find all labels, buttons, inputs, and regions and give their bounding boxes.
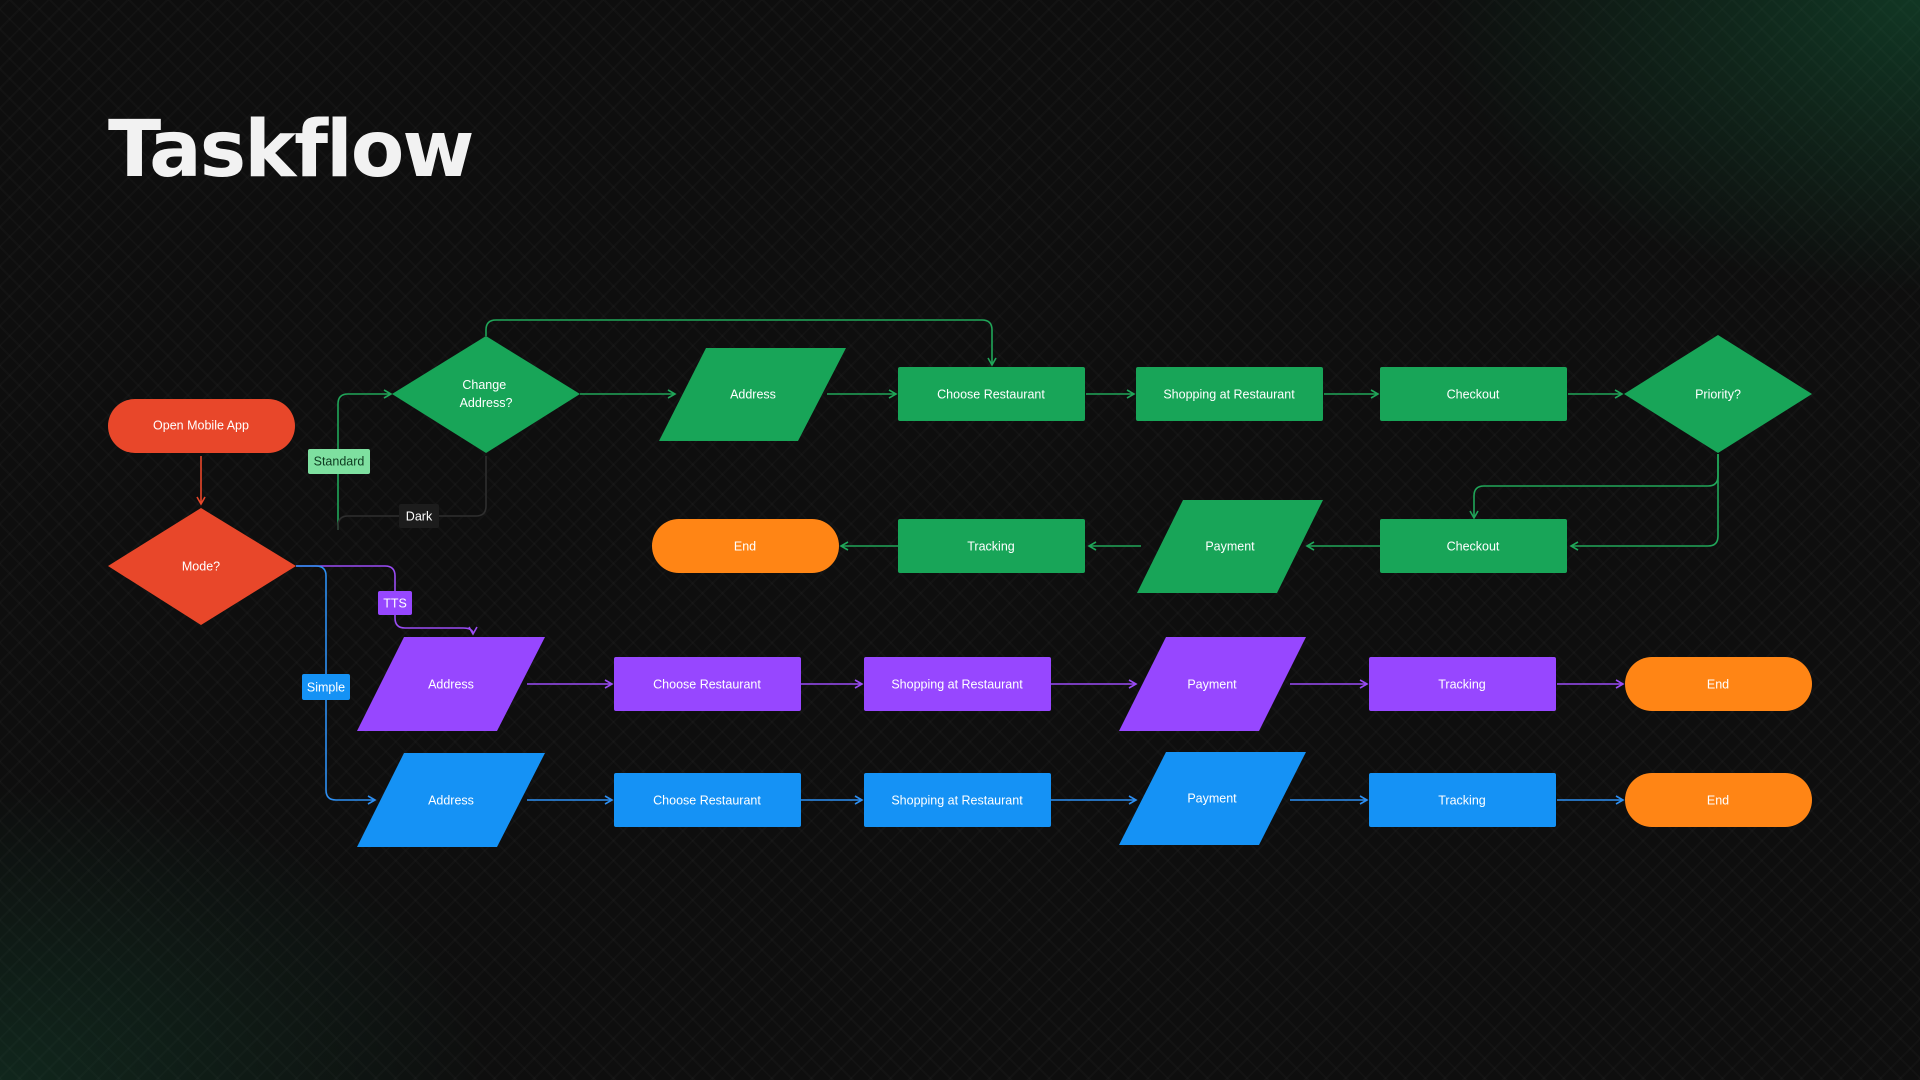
- node-label: Payment: [1187, 677, 1237, 691]
- node-label: Shopping at Restaurant: [1163, 387, 1295, 401]
- node-standard-payment[interactable]: Payment: [1137, 500, 1323, 593]
- connector-priority-to-checkout2-b: [1569, 454, 1719, 551]
- node-label: Choose Restaurant: [937, 387, 1045, 401]
- node-standard-checkout[interactable]: Checkout: [1380, 367, 1567, 421]
- node-tts-address[interactable]: Address: [357, 637, 545, 731]
- node-label: Priority?: [1695, 387, 1741, 401]
- node-change-address-decision[interactable]: Change Address?: [392, 336, 580, 453]
- node-label: Shopping at Restaurant: [891, 677, 1023, 691]
- connector-priority-to-checkout2-a: [1469, 454, 1719, 520]
- node-label: Checkout: [1447, 539, 1500, 553]
- node-standard-shopping[interactable]: Shopping at Restaurant: [1136, 367, 1323, 421]
- tag-label: Standard: [314, 454, 365, 468]
- tag-label: Dark: [406, 509, 433, 523]
- node-tts-tracking[interactable]: Tracking: [1369, 657, 1556, 711]
- node-standard-address[interactable]: Address: [659, 348, 846, 441]
- node-simple-payment[interactable]: Payment: [1119, 752, 1306, 845]
- node-label: Payment: [1205, 539, 1255, 553]
- tag-label: Simple: [307, 680, 345, 694]
- node-standard-checkout-2[interactable]: Checkout: [1380, 519, 1567, 573]
- node-standard-tracking[interactable]: Tracking: [898, 519, 1085, 573]
- connector-mode-to-tts-address: [296, 565, 478, 636]
- node-label: Mode?: [182, 559, 220, 573]
- node-label: Payment: [1187, 791, 1237, 805]
- connectors: [196, 319, 1719, 805]
- node-label: End: [734, 539, 756, 553]
- node-priority-decision[interactable]: Priority?: [1624, 335, 1812, 453]
- node-tts-end[interactable]: End: [1625, 657, 1812, 711]
- tag-simple: Simple: [302, 674, 350, 700]
- connector-mode-to-change-address: [337, 389, 393, 530]
- node-tts-shopping[interactable]: Shopping at Restaurant: [864, 657, 1051, 711]
- node-open-mobile-app[interactable]: Open Mobile App: [108, 399, 295, 453]
- node-tts-payment[interactable]: Payment: [1119, 637, 1306, 731]
- node-label: Choose Restaurant: [653, 677, 761, 691]
- node-label: Open Mobile App: [153, 418, 249, 432]
- node-simple-choose-restaurant[interactable]: Choose Restaurant: [614, 773, 801, 827]
- node-mode-decision[interactable]: Mode?: [108, 508, 296, 625]
- node-standard-choose-restaurant[interactable]: Choose Restaurant: [898, 367, 1085, 421]
- node-label: Choose Restaurant: [653, 793, 761, 807]
- connector-change-skip-address: [485, 319, 997, 367]
- page-title: Taskflow: [108, 105, 474, 195]
- tag-standard: Standard: [308, 449, 370, 474]
- tag-dark: Dark: [399, 504, 439, 528]
- node-simple-shopping[interactable]: Shopping at Restaurant: [864, 773, 1051, 827]
- node-simple-address[interactable]: Address: [357, 753, 545, 847]
- node-tts-choose-restaurant[interactable]: Choose Restaurant: [614, 657, 801, 711]
- node-label: Checkout: [1447, 387, 1500, 401]
- node-label: Shopping at Restaurant: [891, 793, 1023, 807]
- node-label: Address: [428, 793, 474, 807]
- node-label: Change Address?: [460, 378, 513, 410]
- tag-tts: TTS: [378, 591, 412, 615]
- node-label: End: [1707, 793, 1729, 807]
- node-label: Tracking: [1438, 793, 1486, 807]
- node-label: Tracking: [1438, 677, 1486, 691]
- node-simple-tracking[interactable]: Tracking: [1369, 773, 1556, 827]
- node-label: Tracking: [967, 539, 1015, 553]
- node-label: Address: [428, 677, 474, 691]
- node-simple-end[interactable]: End: [1625, 773, 1812, 827]
- node-label: Address: [730, 387, 776, 401]
- tag-label: TTS: [383, 596, 407, 610]
- node-label: End: [1707, 677, 1729, 691]
- node-standard-end[interactable]: End: [652, 519, 839, 573]
